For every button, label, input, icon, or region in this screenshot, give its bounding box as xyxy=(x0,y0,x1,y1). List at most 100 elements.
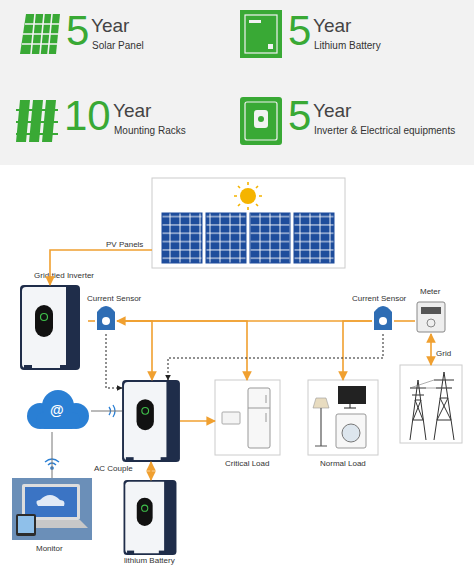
power-line xyxy=(430,334,432,365)
icon-inner xyxy=(245,15,277,53)
warranty-item: Solar Panel xyxy=(92,40,144,51)
washer-door xyxy=(342,424,360,442)
fridge-symbol xyxy=(248,388,270,448)
lithium-battery: lithium Battery xyxy=(122,480,178,555)
meter: Meter xyxy=(415,300,447,334)
normal-load: Normal Load xyxy=(308,380,378,455)
sensor-hole xyxy=(102,317,110,325)
normal-load-frame xyxy=(308,380,378,455)
node-label: Current Sensor xyxy=(352,294,406,304)
current-sensor: Current Sensor xyxy=(372,308,394,334)
grid-tied-inverter: Grid-tied Inverter xyxy=(12,285,88,370)
lamp-shade xyxy=(313,398,329,408)
power-line xyxy=(117,320,372,322)
meter-dial xyxy=(427,319,435,327)
warranty-number: 5 xyxy=(288,93,311,139)
solar-panel-icon xyxy=(20,14,60,54)
warranty-item: Inverter & Electrical equipments xyxy=(314,125,455,136)
current-sensor: Current Sensor xyxy=(95,308,117,334)
monitor-photo xyxy=(12,478,92,540)
power-line xyxy=(180,420,215,422)
power-line xyxy=(394,320,415,322)
warranty-item: Lithium Battery xyxy=(314,40,381,51)
node-label: Normal Load xyxy=(320,459,366,469)
pv-panel xyxy=(206,213,246,263)
warranty-number: 5 xyxy=(288,8,311,54)
battery-device xyxy=(124,480,177,555)
cloud-symbol xyxy=(27,390,89,429)
node-label: Grid-tied Inverter xyxy=(34,271,94,281)
node-label: AC Couple xyxy=(94,464,133,474)
sensor-hole xyxy=(379,317,387,325)
pv-panel xyxy=(294,213,334,263)
node-label: lithium Battery xyxy=(124,556,175,566)
icon-mark xyxy=(268,44,273,49)
sun-symbol xyxy=(234,182,262,210)
icon-body xyxy=(20,14,60,54)
pv-frame xyxy=(152,178,345,268)
wifi-arcs xyxy=(45,459,59,465)
lamp-stand xyxy=(315,408,327,446)
icon-grid xyxy=(22,14,59,54)
node-label: Grid xyxy=(436,349,451,359)
power-line xyxy=(343,321,372,380)
warranty-unit: Year xyxy=(113,101,151,122)
wifi-symbol xyxy=(109,405,115,417)
critical-load: Critical Load xyxy=(215,380,280,455)
ac-couple: AC Couple xyxy=(122,380,180,462)
warranty-band xyxy=(0,0,474,165)
node-label: PV Panels xyxy=(106,240,143,250)
pv-panel xyxy=(250,213,290,263)
warranty-unit: Year xyxy=(91,16,129,37)
warranty-unit: Year xyxy=(313,101,351,122)
ac-couple-device xyxy=(122,380,180,462)
fridge-details xyxy=(248,395,270,422)
icon-body xyxy=(240,10,282,58)
icon-mark xyxy=(249,20,261,23)
switch-symbol xyxy=(222,412,240,424)
power-line xyxy=(52,432,53,478)
tower-symbol xyxy=(410,372,454,440)
inverter-icon xyxy=(240,97,282,145)
current-sensor-symbol xyxy=(97,306,115,330)
warranty-item: Mounting Racks xyxy=(114,125,186,136)
node-label: Current Sensor xyxy=(87,294,141,304)
power-line xyxy=(117,321,152,380)
node-label: Critical Load xyxy=(225,459,269,469)
meter-symbol xyxy=(417,302,445,332)
icon-inner xyxy=(245,102,277,140)
tv-symbol xyxy=(338,386,366,404)
pv-panels: PV Panels xyxy=(152,178,345,268)
icon-rails xyxy=(16,110,58,134)
tv-stand xyxy=(344,404,356,408)
grid-frame xyxy=(400,365,462,443)
rack-icon xyxy=(16,100,58,142)
warranty-number: 10 xyxy=(64,93,111,139)
grid: Grid xyxy=(400,365,462,443)
power-lines xyxy=(410,380,452,388)
power-line xyxy=(91,411,122,412)
screen-cloud xyxy=(36,495,64,506)
inverter-device xyxy=(20,285,80,370)
wifi-symbol xyxy=(45,459,59,469)
monitor: Monitor xyxy=(12,478,92,540)
battery-icon xyxy=(240,10,282,58)
sun-rays xyxy=(234,182,262,210)
signal-line xyxy=(106,334,122,388)
meter-body xyxy=(417,302,445,332)
cloud: @ xyxy=(25,390,91,432)
washer-symbol xyxy=(336,414,366,448)
critical-load-frame xyxy=(215,380,280,455)
tablet-symbol xyxy=(16,514,36,536)
node-label: Monitor xyxy=(36,544,63,554)
node-label: @ xyxy=(50,402,64,418)
tablet-screen xyxy=(18,516,34,533)
node-label: Meter xyxy=(420,287,440,297)
icon-body xyxy=(240,97,282,145)
power-line xyxy=(117,321,247,380)
signal-line xyxy=(168,334,383,380)
wifi-dot xyxy=(51,467,53,469)
current-sensor-symbol xyxy=(374,306,392,330)
